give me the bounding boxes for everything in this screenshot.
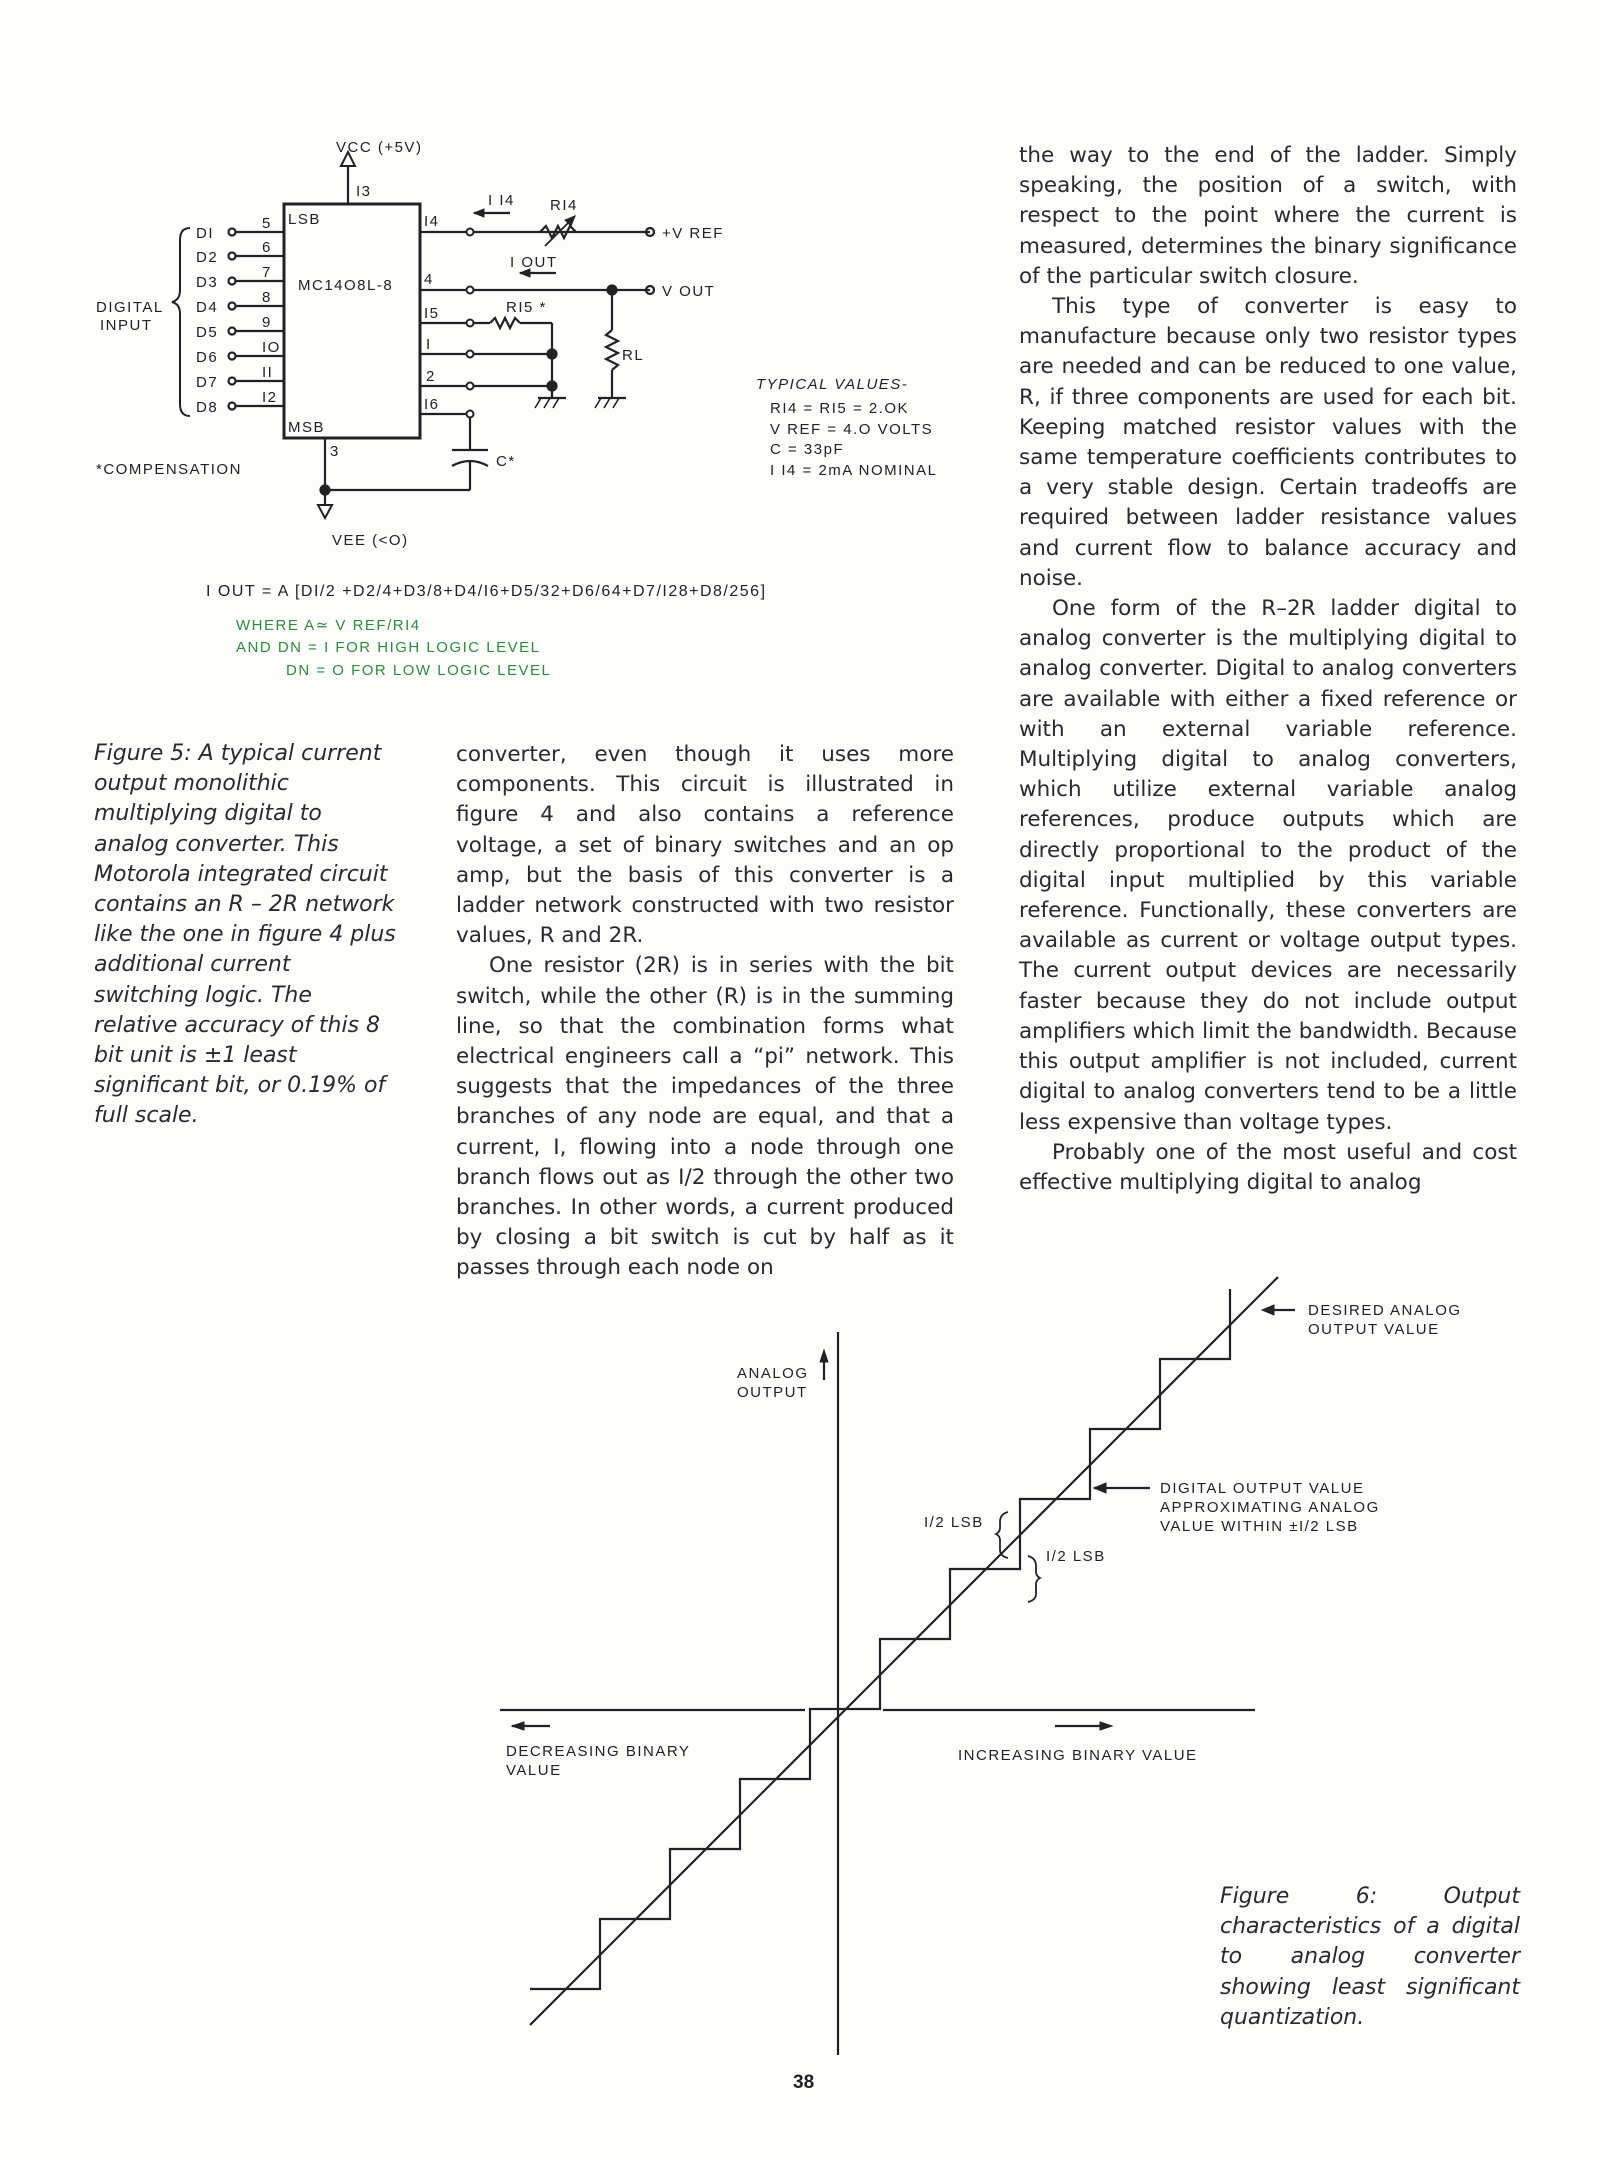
right-paragraph-3: One form of the R–2R ladder digital to a… <box>1019 596 1517 1135</box>
digital-input-label-1: DIGITAL <box>96 299 164 316</box>
input-terminal-4 <box>227 301 237 311</box>
typical-value-3: C = 33pF <box>770 441 844 458</box>
decreasing-label-1: DECREASING BINARY <box>506 1743 690 1760</box>
i14-label: I I4 <box>488 192 515 209</box>
vout-label: V OUT <box>662 283 715 300</box>
middle-paragraph-1: converter, even though it uses more comp… <box>456 742 954 949</box>
typical-value-2: V REF = 4.O VOLTS <box>770 421 933 438</box>
right-column: the way to the end of the ladder. Simply… <box>1019 141 1517 1198</box>
msb-label: MSB <box>288 419 325 436</box>
input-pin-8: I2 <box>262 389 278 406</box>
iout-label: I OUT <box>510 254 558 271</box>
pin13-label: I3 <box>356 183 372 200</box>
input-label-5: D5 <box>196 324 218 341</box>
figure5-caption-text: Figure 5: A typical current output monol… <box>94 741 396 1129</box>
input-label-7: D7 <box>196 374 218 391</box>
lsb-label: LSB <box>288 211 321 228</box>
pin1-label: I <box>426 336 432 353</box>
figure6-diagram: ANALOG OUTPUT DESIRED ANALOG OUTPUT VALU… <box>500 1276 1462 2055</box>
chip-label: MC14O8L-8 <box>298 277 393 294</box>
input-label-1: DI <box>196 225 214 242</box>
half-lsb-right-label: I/2 LSB <box>1046 1548 1106 1565</box>
decreasing-label-2: VALUE <box>506 1762 562 1779</box>
rl-label: RL <box>622 347 644 364</box>
input-label-3: D3 <box>196 274 218 291</box>
page-number: 38 <box>793 2072 814 2094</box>
where-line-2: AND DN = I FOR HIGH LOGIC LEVEL <box>236 639 540 656</box>
input-pin-1: 5 <box>262 215 272 232</box>
pin14-label: I4 <box>424 213 440 230</box>
desired-label-2: OUTPUT VALUE <box>1308 1321 1440 1338</box>
pin3-label: 3 <box>330 443 340 460</box>
increasing-label: INCREASING BINARY VALUE <box>958 1747 1198 1764</box>
right-paragraph-1: the way to the end of the ladder. Simply… <box>1019 143 1517 289</box>
digital-output-label-3: VALUE WITHIN ±I/2 LSB <box>1160 1518 1359 1535</box>
input-pin-6: IO <box>262 339 281 356</box>
page-number-text: 38 <box>793 2072 815 2093</box>
figure6-caption: Figure 6: Output characteristics of a di… <box>1220 1882 1520 2033</box>
input-terminal-7 <box>227 376 237 386</box>
r15-label: RI5 * <box>506 299 547 316</box>
input-pin-2: 6 <box>262 239 272 256</box>
y-axis-label-1: ANALOG <box>737 1365 809 1382</box>
input-label-2: D2 <box>196 249 218 266</box>
figure5-caption: Figure 5: A typical current output monol… <box>94 739 396 1132</box>
figure6-caption-text: Figure 6: Output characteristics of a di… <box>1220 1884 1520 2030</box>
input-pin-3: 7 <box>262 264 272 281</box>
right-paragraph-2: This type of converter is easy to manufa… <box>1019 294 1517 591</box>
input-terminal-3 <box>227 276 237 286</box>
vref-label: +V REF <box>662 225 724 242</box>
digital-input-label-2: INPUT <box>100 317 153 334</box>
right-paragraph-4: Probably one of the most useful and cost… <box>1019 1139 1517 1195</box>
pin2-label: 2 <box>426 368 436 385</box>
typical-values-title: TYPICAL VALUES- <box>756 376 908 393</box>
input-terminal-8 <box>227 401 237 411</box>
pin16-label: I6 <box>424 396 440 413</box>
input-terminal-2 <box>227 251 237 261</box>
middle-paragraph-2: One resistor (2R) is in series with the … <box>456 953 954 1281</box>
half-lsb-left-label: I/2 LSB <box>924 1514 984 1531</box>
input-terminal-1 <box>227 227 237 237</box>
input-label-8: D8 <box>196 399 218 416</box>
digital-output-label-1: DIGITAL OUTPUT VALUE <box>1160 1480 1364 1497</box>
figure5-schematic: VCC (+5V) VEE (<O) I3 3 LSB MSB MC14O8L-… <box>96 139 937 679</box>
desired-label-1: DESIRED ANALOG <box>1308 1302 1462 1319</box>
digital-output-label-2: APPROXIMATING ANALOG <box>1160 1499 1380 1516</box>
y-axis-label-2: OUTPUT <box>737 1384 808 1401</box>
r14-label: RI4 <box>550 197 578 214</box>
typical-value-1: RI4 = RI5 = 2.OK <box>770 400 909 417</box>
middle-column: converter, even though it uses more comp… <box>456 740 954 1284</box>
compensation-label: *COMPENSATION <box>96 461 242 478</box>
where-line-1: WHERE A≃ V REF/RI4 <box>236 617 421 634</box>
vcc-label: VCC (+5V) <box>336 139 422 156</box>
input-label-4: D4 <box>196 299 218 316</box>
equation: I OUT = A [DI/2 +D2/4+D3/8+D4/I6+D5/32+D… <box>206 583 767 600</box>
input-terminal-5 <box>227 326 237 336</box>
cap-label: C* <box>496 453 516 470</box>
vee-label: VEE (<O) <box>332 532 409 549</box>
input-terminal-6 <box>227 351 237 361</box>
where-line-3: DN = O FOR LOW LOGIC LEVEL <box>286 662 551 679</box>
pin15-label: I5 <box>424 305 440 322</box>
input-pin-7: II <box>262 364 273 381</box>
pin4-label: 4 <box>424 271 434 288</box>
typical-value-4: I I4 = 2mA NOMINAL <box>770 462 937 479</box>
input-label-6: D6 <box>196 349 218 366</box>
input-pin-4: 8 <box>262 289 272 306</box>
input-pin-5: 9 <box>262 314 272 331</box>
